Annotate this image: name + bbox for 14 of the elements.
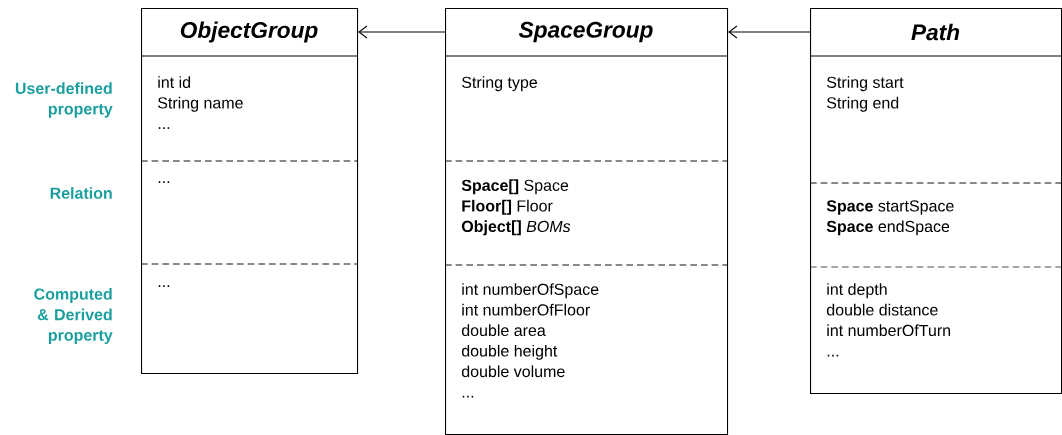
attribute-list: ...	[158, 181, 170, 183]
row-label: Computed & Derived property	[34, 288, 113, 344]
arrow	[358, 25, 446, 39]
attribute-list: Space startSpace Space endSpace	[826, 200, 954, 236]
attribute-list: ...	[158, 285, 170, 287]
attribute-list: String start String end	[827, 76, 904, 112]
arrow	[728, 25, 811, 39]
row-label: User-defined property	[15, 82, 113, 118]
attribute-list: int depth double distance int numberOfTurn ...	[826, 283, 951, 357]
attribute-list: Space[] Space Floor[] Floor Object[] BOMs	[461, 179, 571, 236]
attribute-list: String type	[462, 76, 537, 92]
attribute-list: int numberOfSpace int numberOfFloor double area double height double volume ...	[461, 283, 599, 398]
row-label: Relation	[50, 187, 112, 199]
attribute-list: int id String name ...	[158, 76, 243, 129]
